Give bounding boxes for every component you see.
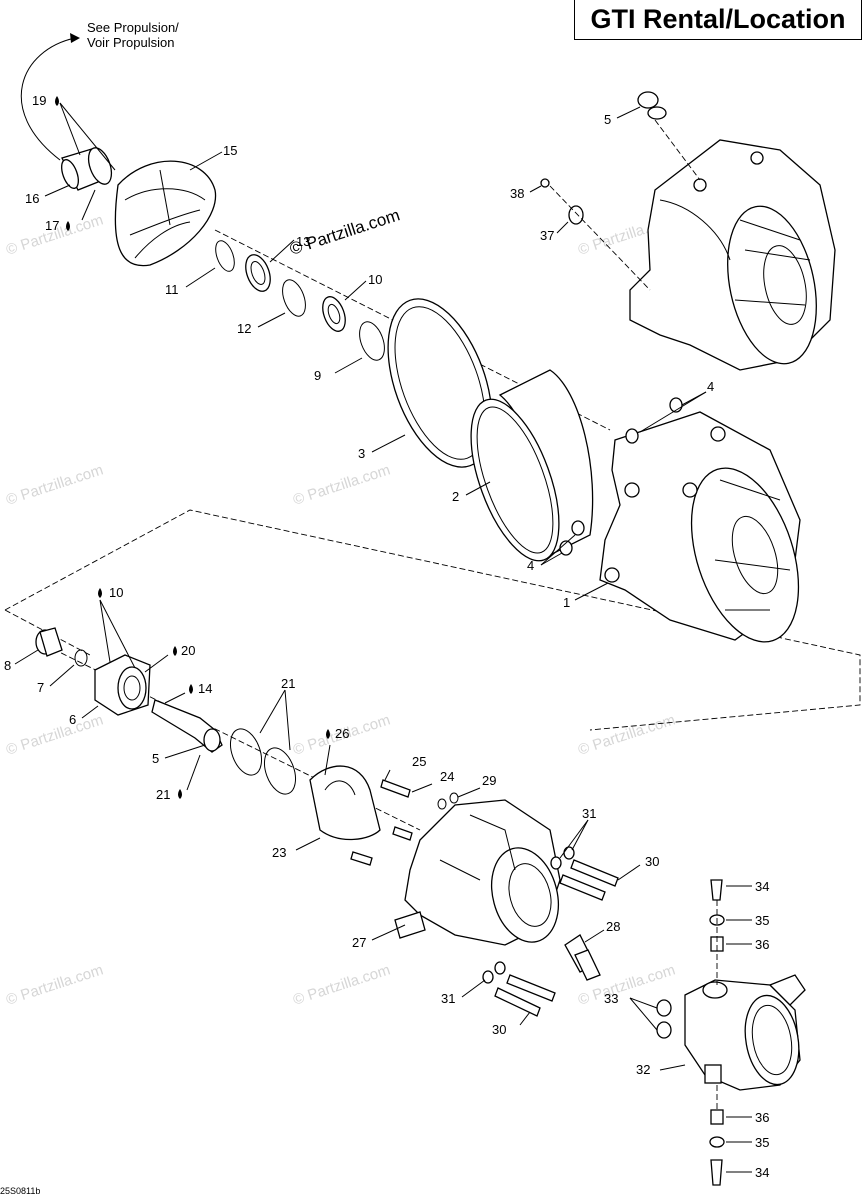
callout-24: 24	[440, 769, 454, 784]
impeller-group	[61, 147, 611, 562]
callout-33: 33	[604, 991, 618, 1006]
droplet-icon	[66, 221, 70, 231]
droplet-icon	[98, 588, 102, 598]
assembly-outline	[4, 509, 861, 731]
watermark: © Partzilla.com	[291, 961, 392, 1008]
callout-38: 38	[510, 186, 524, 201]
callout-18: 16	[25, 191, 39, 206]
callout-4-top: 4	[707, 379, 714, 394]
see-propulsion-arrow	[20, 37, 76, 161]
callout-30-top: 30	[645, 854, 659, 869]
top-housing	[540, 91, 836, 371]
callout-5: 5	[604, 112, 611, 127]
shaft-group	[35, 627, 421, 831]
droplet-icon	[326, 729, 330, 739]
note-line-1: See Propulsion/	[87, 20, 179, 35]
watermark: © Partzilla.com	[576, 711, 677, 758]
callout-21-bottom: 21	[156, 787, 170, 802]
callout-20: 19	[32, 93, 46, 108]
leader-lines	[14, 102, 752, 1173]
title-box: GTI Rental/Location	[574, 0, 862, 40]
callout-31-bottom: 31	[441, 991, 455, 1006]
callout-19: 17	[45, 218, 59, 233]
callout-15: 13	[296, 234, 310, 249]
callout-27: 27	[352, 935, 366, 950]
watermark-dark: © Partzilla.com	[287, 205, 402, 258]
callout-30-bottom: 30	[492, 1022, 506, 1037]
droplet-icon	[178, 789, 182, 799]
watermark: © Partzilla.com	[4, 711, 105, 758]
callout-35-bottom: 35	[755, 1135, 769, 1150]
callout-1: 1	[563, 595, 570, 610]
callout-35-top: 35	[755, 913, 769, 928]
callout-10: 10	[109, 585, 123, 600]
callout-29: 29	[482, 773, 496, 788]
callout-23: 23	[272, 845, 286, 860]
callout-9: 8	[4, 658, 11, 673]
callout-36-top: 36	[755, 937, 769, 952]
callout-3: 3	[358, 446, 365, 461]
callout-12: 10	[368, 272, 382, 287]
callout-21-top: 20	[181, 643, 195, 658]
nozzle-group	[309, 765, 619, 1017]
callout-17: 15	[223, 143, 237, 158]
steering-nozzle	[656, 879, 806, 1186]
callout-32: 32	[636, 1062, 650, 1077]
callout-36-bottom: 36	[755, 1110, 769, 1125]
page-title: GTI Rental/Location	[590, 4, 846, 34]
callout-22: 21	[281, 676, 295, 691]
callout-28: 28	[606, 919, 620, 934]
callout-2: 2	[452, 489, 459, 504]
drawing-code: 25S0811b	[0, 1186, 41, 1196]
callout-7: 6	[69, 712, 76, 727]
callout-14: 12	[237, 321, 251, 336]
callout-8: 7	[37, 680, 44, 695]
callout-11: 9	[314, 368, 321, 383]
callout-31-top: 31	[582, 806, 596, 821]
callouts: 19 16 17 15 11 13 12 10 9 3 2 5 38 37 4 …	[4, 93, 769, 1180]
pump-housing	[559, 397, 801, 643]
arrow-head	[70, 33, 80, 43]
callout-16: 14	[198, 681, 212, 696]
callout-4-bottom: 4	[527, 558, 534, 573]
watermark: © Partzilla.com	[4, 461, 105, 508]
see-propulsion-note: See Propulsion/ Voir Propulsion	[87, 20, 179, 50]
note-line-2: Voir Propulsion	[87, 35, 175, 50]
droplet-icon	[173, 646, 177, 656]
droplet-icon	[55, 96, 59, 106]
watermark: © Partzilla.com	[291, 461, 392, 508]
lubrication-droplets	[55, 96, 330, 799]
callout-37: 37	[540, 228, 554, 243]
watermark: © Partzilla.com	[4, 961, 105, 1008]
callout-25: 25	[412, 754, 426, 769]
callout-26: 26	[335, 726, 349, 741]
droplet-icon	[189, 684, 193, 694]
callout-34-top: 34	[755, 879, 769, 894]
callout-6: 5	[152, 751, 159, 766]
callout-13: 11	[165, 282, 179, 297]
callout-34-bottom: 34	[755, 1165, 769, 1180]
